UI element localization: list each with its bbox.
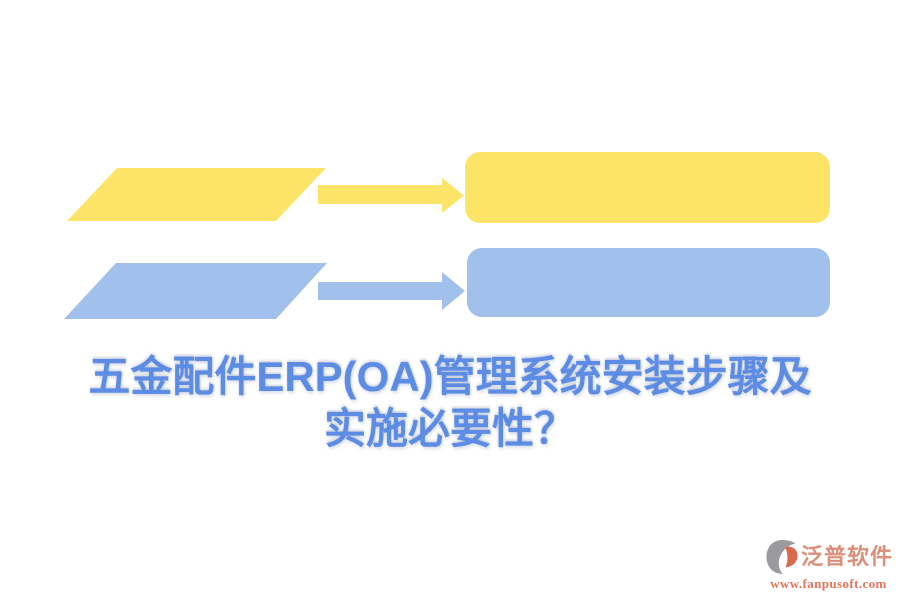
flow-row-top (67, 152, 830, 223)
rounded-rect-shape-top (465, 152, 830, 223)
logo-leaf-shape (784, 546, 798, 568)
parallelogram-shape-top (67, 168, 326, 221)
brand-url: www.fanpusoft.com (770, 576, 887, 591)
brand-watermark: 泛普软件 www.fanpusoft.com (764, 538, 893, 591)
rounded-rect-shape-bottom (467, 248, 830, 317)
logo-swirl-shape (766, 540, 796, 574)
page-title: 五金配件ERP(OA)管理系统安装步骤及 实施必要性？ (0, 351, 900, 455)
flow-row-bottom (64, 248, 830, 319)
brand-name: 泛普软件 (800, 544, 893, 569)
right-arrow-icon-top (318, 178, 464, 213)
fanpu-logo-icon (766, 540, 798, 574)
title-line-2: 实施必要性？ (323, 405, 576, 452)
title-line-1: 五金配件ERP(OA)管理系统安装步骤及 (88, 353, 812, 400)
right-arrow-icon-bottom (318, 272, 465, 310)
parallelogram-shape-bottom (64, 263, 327, 319)
